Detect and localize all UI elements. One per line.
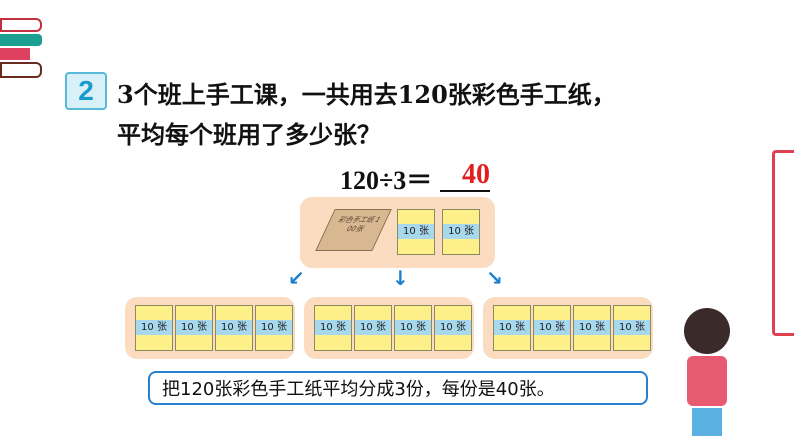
paper-stack: 10 张 [397,209,435,255]
paper-stack: 10 张 [135,305,173,351]
paper-stack: 10 张 [533,305,571,351]
paper-stack: 10 张 [314,305,352,351]
girl-illustration [672,300,742,440]
paper-stack: 10 张 [354,305,392,351]
paper-stack: 10 张 [434,305,472,351]
books-decoration [0,18,42,80]
paper-stack: 10 张 [394,305,432,351]
question-line-1: 3个班上手工课，一共用去120张彩色手工纸， [117,80,616,109]
paper-stack: 10 张 [442,209,481,255]
problem-number: 2 [65,72,107,110]
equation: 120÷3＝ [340,166,433,195]
paper-stack: 10 张 [255,305,293,351]
notepad-decoration [772,150,794,336]
paper-stack: 10 张 [175,305,213,351]
arrow-down-icon: ↓ [392,266,409,290]
paper-stack: 10 张 [573,305,611,351]
question-line-2: 平均每个班用了多少张？ [117,120,381,149]
conclusion-callout: 把120张彩色手工纸平均分成3份，每份是40张。 [148,371,648,405]
arrow-right-icon: ↘ [486,266,503,290]
paper-stack: 10 张 [493,305,531,351]
paper-stack: 10 张 [215,305,253,351]
paper-pack-label: 彩色手工纸 100张 [336,216,382,233]
total-card: 彩色手工纸 100张 10 张 10 张 [300,197,495,268]
answer: 40 [440,160,490,192]
arrow-left-icon: ↙ [288,266,305,290]
paper-stack: 10 张 [613,305,651,351]
paper-pack-icon: 彩色手工纸 100张 [315,209,392,251]
